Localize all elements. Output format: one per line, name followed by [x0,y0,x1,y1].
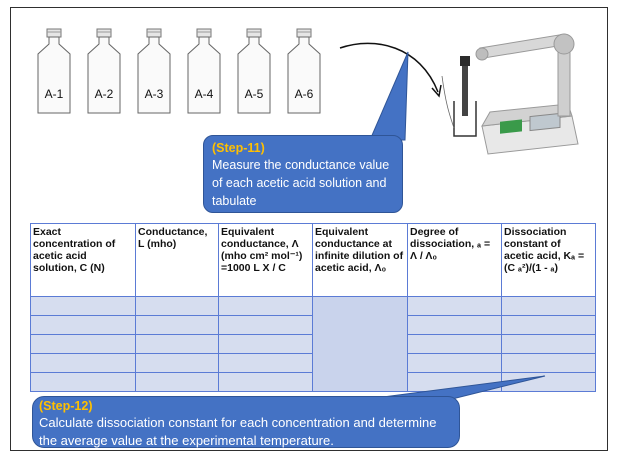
table-cell [407,315,502,335]
table-cell [501,334,596,354]
bottle-2: A-2 [84,27,124,115]
table-cell [218,296,313,316]
step-12-text: Calculate dissociation constant for each… [39,415,437,448]
bottle-label: A-1 [44,87,64,101]
table-cell [30,372,136,392]
results-table: Exact concentration of acetic acid solut… [30,223,596,392]
column-header-5: Degree of dissociation, ₐ = Λ / Λ₀ [407,223,502,297]
column-header-3: Equivalent conductance, Λ (mho cm² mol⁻¹… [218,223,313,297]
column-header-1: Exact concentration of acetic acid solut… [30,223,136,297]
bottle-icon [237,28,271,114]
conductivity-meter-icon [441,33,579,155]
bottle-label: A-6 [294,87,314,101]
table-cell [135,315,219,335]
column-header-4: Equivalent conductance at infinite dilut… [312,223,408,297]
table-cell [407,353,502,373]
table-cell [501,315,596,335]
table-cell [501,296,596,316]
column-header-2: Conductance, L (mho) [135,223,219,297]
step-11-text: Measure the conductance value of each ac… [212,158,390,208]
table-cell [501,372,596,392]
arrow-icon [339,42,442,98]
table-cell [407,334,502,354]
table-cell [30,315,136,335]
bottle-icon [287,28,321,114]
table-cell [218,353,313,373]
table-cell [218,372,313,392]
table-cell [407,296,502,316]
bottle-icon [137,28,171,114]
bottle-label: A-2 [94,87,114,101]
bottle-3: A-3 [134,27,174,115]
figure-frame [10,7,608,451]
bottle-5: A-5 [234,27,274,115]
table-cell [30,334,136,354]
step-11-label: (Step-11) [212,141,265,155]
table-row [30,353,596,373]
table-row [30,315,596,335]
column-header-6: Dissociation constant of acetic acid, Kₐ… [501,223,596,297]
bottle-label: A-4 [194,87,214,101]
bottle-icon [87,28,121,114]
bottle-6: A-6 [284,27,324,115]
bottle-icon [187,28,221,114]
table-cell [135,334,219,354]
table-cell [135,353,219,373]
bottle-4: A-4 [184,27,224,115]
table-cell [30,296,136,316]
bottle-1: A-1 [34,27,74,115]
table-cell [218,315,313,335]
bottle-label: A-5 [244,87,264,101]
table-cell [135,372,219,392]
table-cell [312,296,408,392]
table-cell [501,353,596,373]
table-row [30,296,596,392]
step-12-label: (Step-12) [39,399,93,413]
step-12-callout: (Step-12) Calculate dissociation constan… [32,396,460,448]
step-11-callout: (Step-11) Measure the conductance value … [203,135,403,213]
table-cell [218,334,313,354]
bottle-icon [37,28,71,114]
bottle-label: A-3 [144,87,164,101]
table-cell [135,296,219,316]
table-cell [30,353,136,373]
